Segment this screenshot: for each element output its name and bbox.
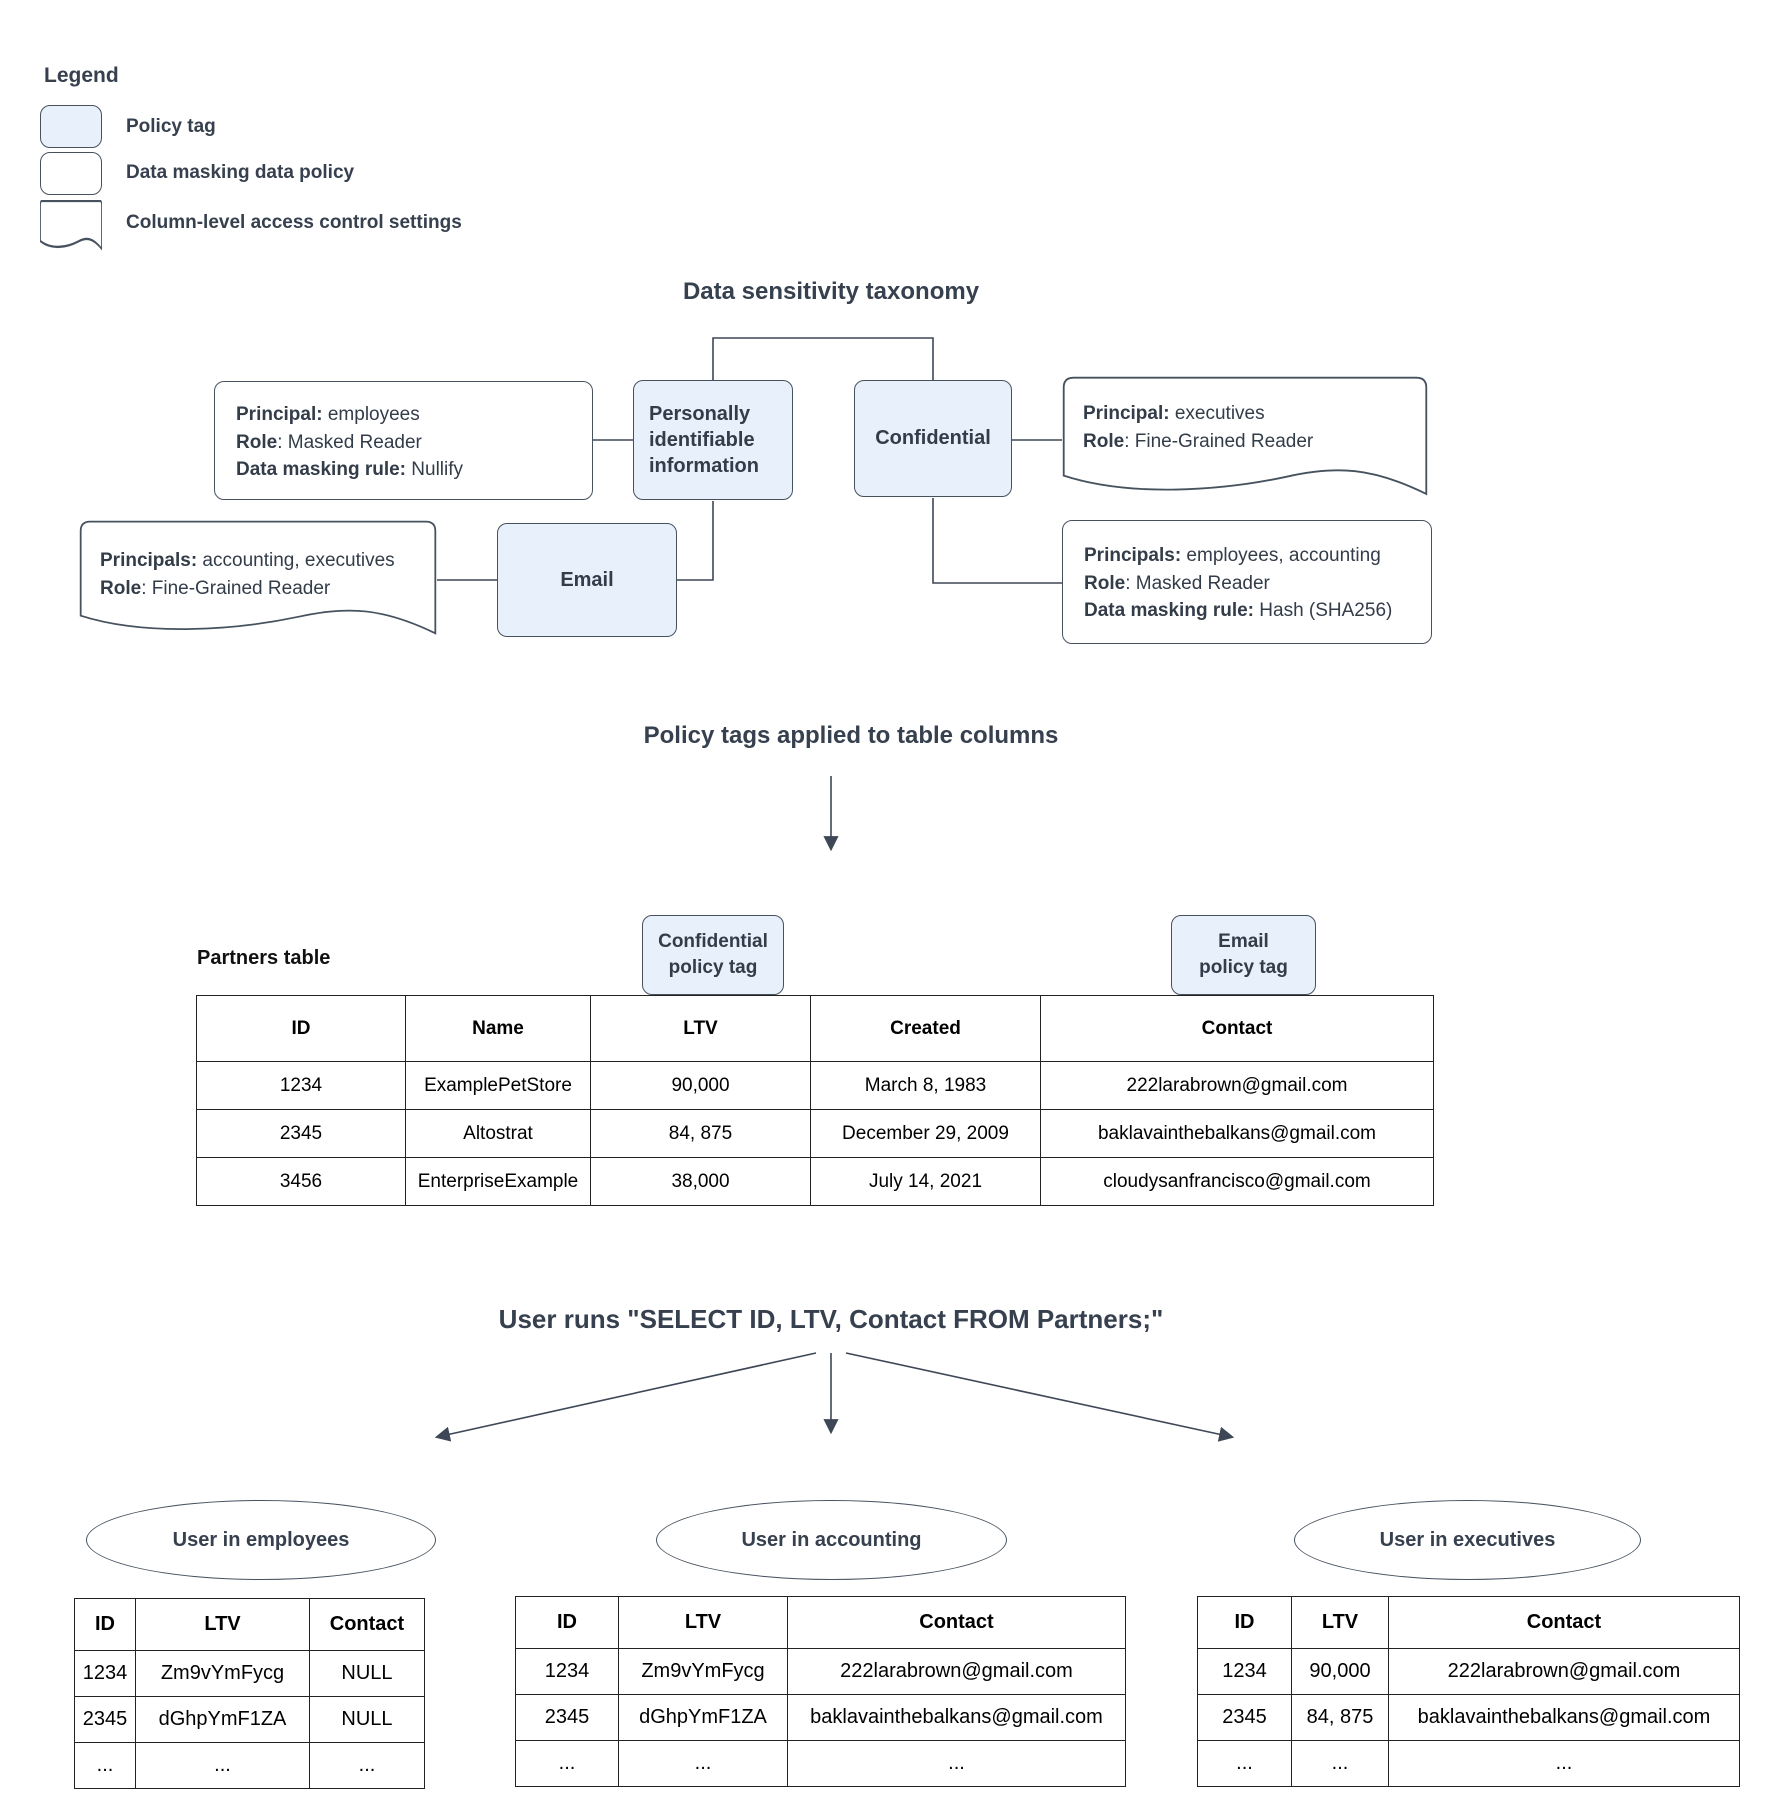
legend-column-access-swatch	[40, 200, 102, 252]
table-row: .........	[74, 1742, 425, 1789]
policy-line: Data masking rule: Nullify	[236, 459, 464, 481]
fan-arrow-right	[845, 1352, 1235, 1442]
policy-line: Principals: employees, accounting	[1084, 545, 1381, 566]
confidential-column-tag: Confidential policy tag	[642, 915, 784, 995]
applied-title: Policy tags applied to table columns	[643, 722, 1059, 749]
nullify-masking-policy: Principal: employees Role: Masked Reader…	[214, 381, 593, 500]
legend-policy-tag-label: Policy tag	[126, 116, 216, 137]
accounting-access-control: Principals: accounting, executives Role:…	[79, 520, 437, 641]
taxonomy-title: Data sensitivity taxonomy	[682, 278, 980, 305]
query-heading: User runs "SELECT ID, LTV, Contact FROM …	[498, 1304, 1164, 1334]
document-shape-icon	[40, 200, 102, 251]
table-row: .........	[515, 1740, 1126, 1787]
legend-data-masking-swatch	[40, 152, 102, 195]
policy-line: Role: Fine-Grained Reader	[100, 577, 331, 599]
policy-line: Role: Masked Reader	[1084, 572, 1270, 594]
employees-group-oval: User in employees	[86, 1500, 436, 1580]
document-shape	[1062, 376, 1428, 496]
legend-column-access-label: Column-level access control settings	[126, 212, 462, 233]
pii-policy-tag: Personally identifiable information	[633, 380, 793, 500]
table-row: .........	[1197, 1740, 1740, 1787]
executives-group-oval: User in executives	[1294, 1500, 1641, 1580]
document-shape	[79, 520, 437, 635]
legend-title: Legend	[44, 64, 119, 87]
table-header-row: ID Name LTV Created Contact	[196, 995, 1434, 1062]
policy-line: Principals: accounting, executives	[100, 550, 395, 571]
legend-data-masking-label: Data masking data policy	[126, 162, 355, 183]
accounting-group-oval: User in accounting	[656, 1500, 1007, 1580]
policy-line: Role: Masked Reader	[236, 431, 422, 453]
policy-line: Principal: employees	[236, 404, 420, 425]
hash-masking-policy: Principals: employees, accounting Role: …	[1062, 520, 1432, 644]
email-column-tag: Email policy tag	[1171, 915, 1316, 995]
email-policy-tag: Email	[497, 523, 677, 637]
policy-line: Data masking rule: Hash (SHA256)	[1084, 600, 1393, 622]
executives-access-control: Principal: executives Role: Fine-Grained…	[1062, 376, 1428, 502]
policy-line: Principal: executives	[1083, 403, 1265, 424]
legend-policy-tag-swatch	[40, 105, 102, 148]
fan-arrow-left	[434, 1352, 817, 1442]
confidential-policy-tag: Confidential	[854, 380, 1012, 497]
partners-table-label: Partners table	[197, 947, 331, 969]
policy-line: Role: Fine-Grained Reader	[1083, 430, 1314, 452]
